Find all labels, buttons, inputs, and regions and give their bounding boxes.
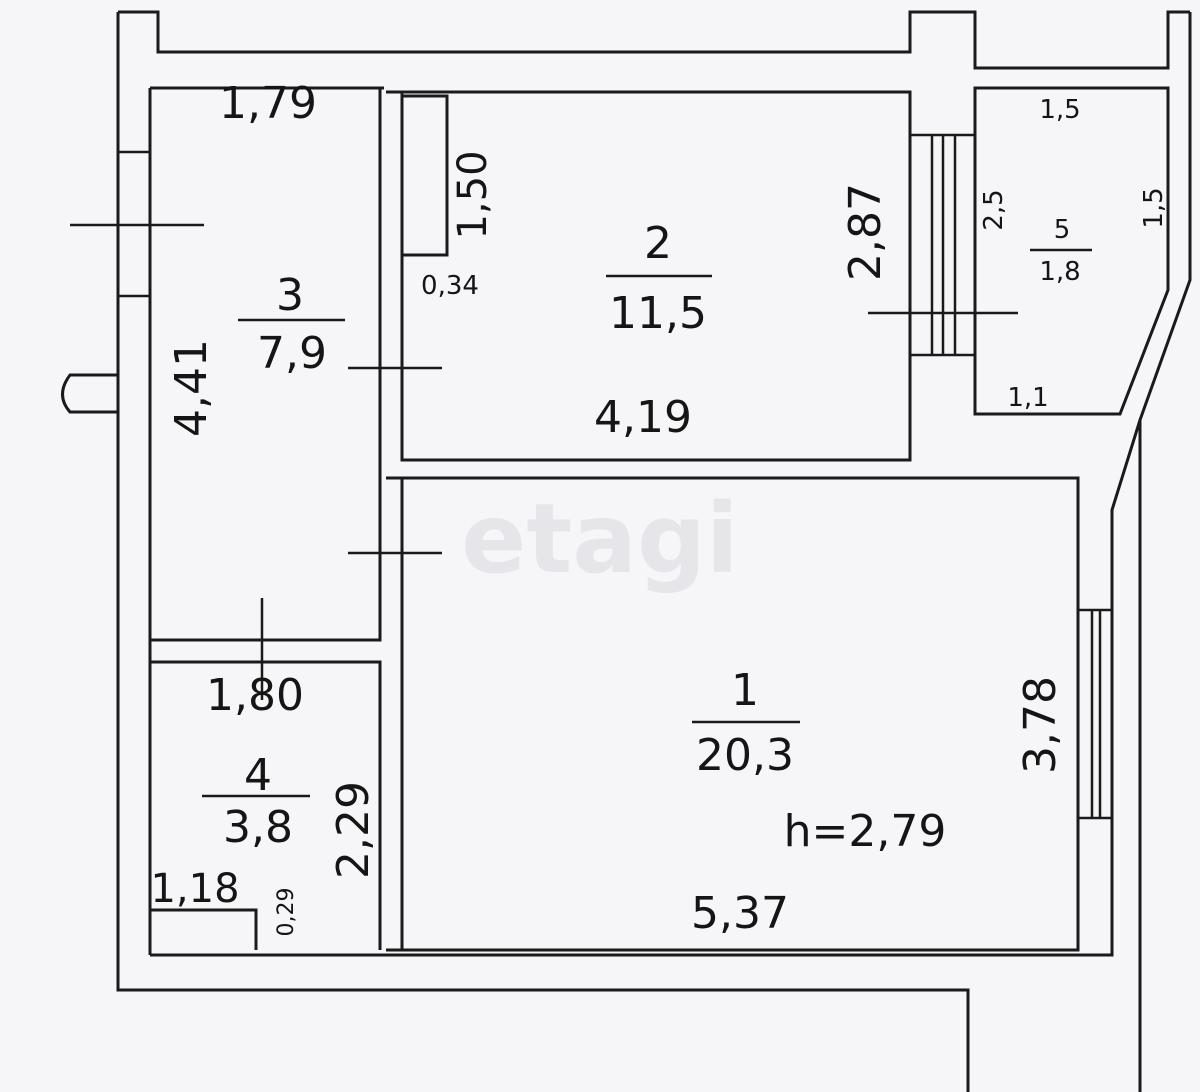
bath-depth: 0,29 xyxy=(274,888,299,937)
room-4-depth: 2,29 xyxy=(328,781,379,879)
bath-width: 1,18 xyxy=(150,866,239,912)
watermark-text: etagi xyxy=(461,483,738,595)
room-5-right-depth: 1,5 xyxy=(1139,187,1169,228)
room-4-walls xyxy=(150,908,258,950)
room-5-number: 5 xyxy=(1054,215,1071,245)
room-2-width: 4,19 xyxy=(594,392,692,443)
room-2-area: 11,5 xyxy=(609,288,707,339)
room-1-walls xyxy=(386,476,1112,952)
room-5-top-width: 1,5 xyxy=(1039,95,1080,125)
room-1-area: 20,3 xyxy=(696,730,794,781)
room-2-walls xyxy=(386,90,1018,462)
room-5-walls xyxy=(973,86,1170,416)
room-3-depth: 4,41 xyxy=(166,339,217,437)
room-3-area: 7,9 xyxy=(257,328,327,379)
ceiling-height: h=2,79 xyxy=(784,806,947,857)
room-4-number: 4 xyxy=(244,750,272,801)
room-5-bottom-width: 1,1 xyxy=(1007,383,1048,413)
room-2-number: 2 xyxy=(644,218,672,269)
outer-walls xyxy=(61,10,1192,1092)
room-4-width: 1,80 xyxy=(206,670,304,721)
closet-width: 0,34 xyxy=(421,271,479,301)
room-1-depth: 3,78 xyxy=(1015,676,1066,774)
room-1-number: 1 xyxy=(731,665,759,716)
room-5-area: 1,8 xyxy=(1039,257,1080,287)
room-3-walls xyxy=(70,86,442,950)
room-3-width: 1,79 xyxy=(219,78,317,129)
room-1-width: 5,37 xyxy=(691,888,789,939)
room-5-left-depth: 2,5 xyxy=(979,189,1009,230)
closet-depth: 1,50 xyxy=(450,150,496,239)
room-2-depth: 2,87 xyxy=(840,183,891,281)
room-3-number: 3 xyxy=(276,270,304,321)
room-4-area: 3,8 xyxy=(223,802,293,853)
